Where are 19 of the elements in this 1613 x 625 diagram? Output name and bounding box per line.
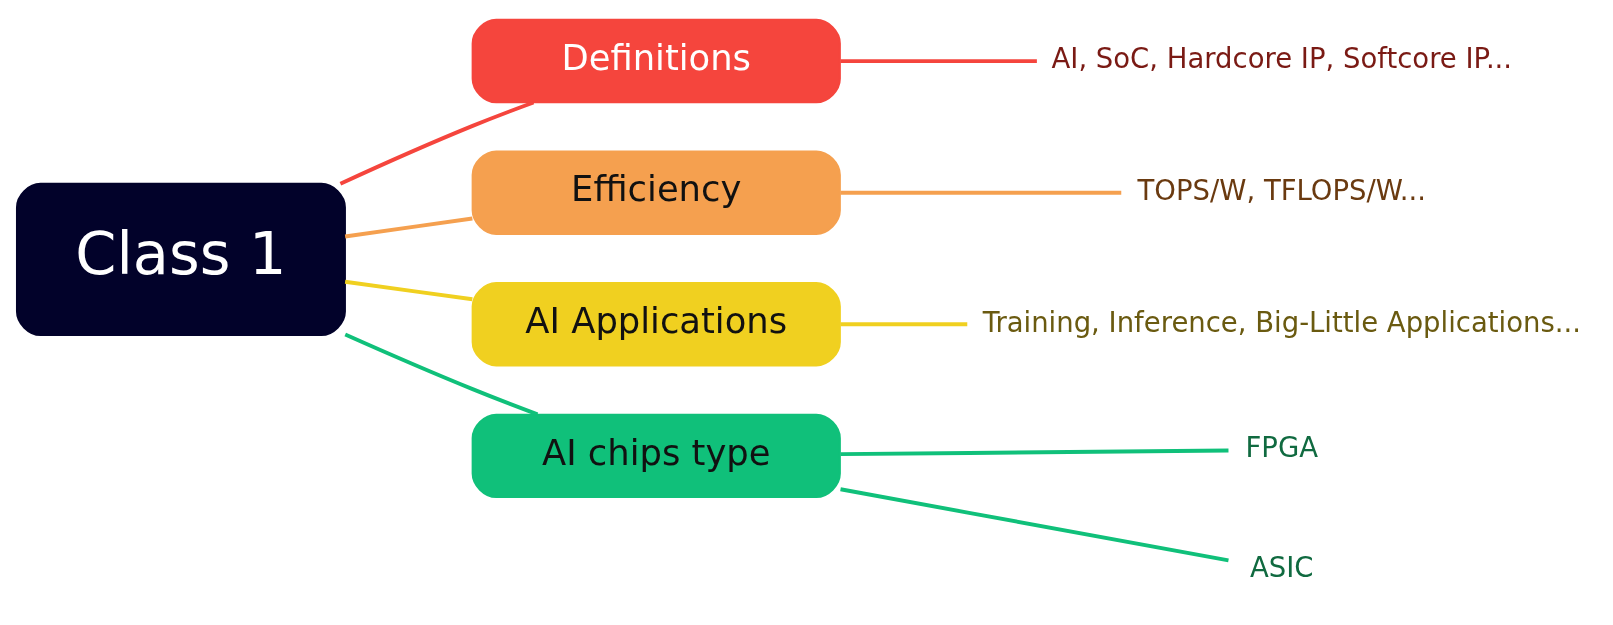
- connector: [344, 279, 473, 302]
- connector: [840, 59, 1037, 64]
- node-box: Definitions: [471, 18, 841, 104]
- connector: [840, 448, 1229, 457]
- connector: [344, 332, 539, 417]
- node-text: FPGA: [1245, 431, 1319, 464]
- node-box: AI chips type: [471, 413, 841, 499]
- node-box: AI Applications: [471, 282, 841, 367]
- connector: [840, 487, 1229, 563]
- connector: [344, 216, 473, 239]
- node-text: ASIC: [1250, 551, 1314, 584]
- node-box: Efficiency: [471, 150, 841, 235]
- node-text: TOPS/W, TFLOPS/W...: [1137, 173, 1427, 206]
- connector: [339, 100, 535, 186]
- node-box: Class 1: [15, 182, 346, 337]
- node-text: AI, SoC, Hardcore IP, Softcore IP...: [1051, 42, 1513, 75]
- connector: [840, 190, 1122, 195]
- node-text: Training, Inference, Big-Little Applications...: [982, 305, 1581, 338]
- connector: [840, 322, 968, 327]
